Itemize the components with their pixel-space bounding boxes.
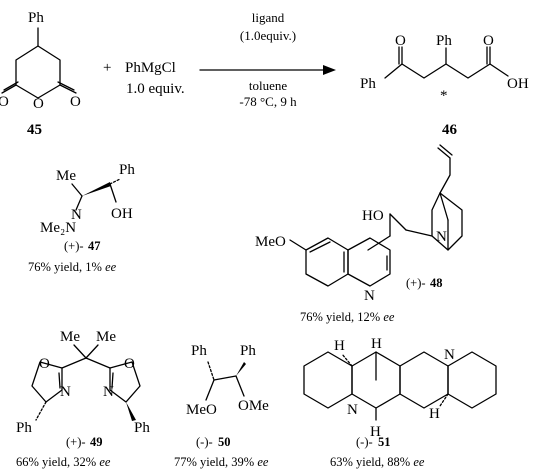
ligand-50-meo: MeO xyxy=(186,402,217,418)
ligand-48-n1: N xyxy=(436,229,447,245)
condition-ligand-amount: (1.0equiv.) xyxy=(240,28,296,43)
condition-temp-time: -78 °C, 9 h xyxy=(239,94,297,109)
ligand-51-id: 51 xyxy=(378,435,391,449)
ligand-50-ome: OMe xyxy=(238,398,269,414)
ligand-49: Me Me O O N N Ph Ph (+)- 49 66% yield, 3… xyxy=(16,329,150,469)
ligand-50-ph-left: Ph xyxy=(191,343,207,359)
ligand-49-o-left: O xyxy=(39,356,50,372)
ligand-47-nme2: Me₂N xyxy=(40,220,76,236)
ligand-49-me-right: Me xyxy=(96,329,116,345)
ligand-49-id: 49 xyxy=(90,435,103,449)
ligand-48-id: 48 xyxy=(430,276,443,290)
ligand-50: Ph Ph MeO OMe (-)- 50 77% yield, 39% ee xyxy=(174,343,269,469)
ligand-49-sign: (+)- xyxy=(66,435,86,449)
ligand-47-id: 47 xyxy=(88,239,101,253)
ligand-47-sign: (+)- xyxy=(64,239,84,253)
ligand-51: H H H H N N (-)- 51 63% yield, 88% ee xyxy=(303,336,497,469)
ligand-50-ph-right: Ph xyxy=(240,343,256,359)
ligand-51-n-1: N xyxy=(444,347,455,363)
ligand-49-ph-left: Ph xyxy=(16,420,32,436)
ligand-49-ph-right: Ph xyxy=(134,420,150,436)
product-46: Ph O Ph * O OH 46 xyxy=(360,33,529,138)
substrate-o-left: O xyxy=(0,94,9,110)
product-ph-left: Ph xyxy=(360,76,376,92)
ligand-50-result: 77% yield, 39% ee xyxy=(174,455,269,469)
ligand-48-meo: MeO xyxy=(255,234,286,250)
ligand-49-n-left: N xyxy=(60,384,71,400)
ligand-51-h-4: H xyxy=(429,406,440,422)
ligand-51-h-1: H xyxy=(334,338,345,354)
ligand-47-me: Me xyxy=(56,168,76,184)
product-ph-top: Ph xyxy=(436,33,452,49)
ligand-48-ho: HO xyxy=(362,208,384,224)
ligand-47: Me Ph N Me₂N OH (+)- 47 76% yield, 1% ee xyxy=(28,162,135,274)
product-id: 46 xyxy=(442,122,458,138)
reaction-arrow xyxy=(199,65,336,75)
ligand-47-n: N xyxy=(71,207,82,223)
ligand-48: N HO MeO N (+)- 48 76% yield, 12% ee xyxy=(255,144,463,324)
substrate-o-right: O xyxy=(70,94,81,110)
ligand-49-o-right: O xyxy=(124,356,135,372)
product-o-ketone: O xyxy=(395,33,406,49)
ligand-47-ph: Ph xyxy=(119,162,135,178)
ligand-51-n-2: N xyxy=(347,402,358,418)
ligand-51-h-3: H xyxy=(370,424,381,440)
substrate-id: 45 xyxy=(27,122,42,138)
stereocenter-star: * xyxy=(440,88,448,104)
ligand-51-sign: (-)- xyxy=(356,435,373,449)
ligand-47-oh: OH xyxy=(111,206,133,222)
substrate-ph-label: Ph xyxy=(28,10,44,26)
ligand-47-result: 76% yield, 1% ee xyxy=(28,260,117,274)
ligand-51-h-2: H xyxy=(371,336,382,352)
plus-sign: + xyxy=(103,60,111,76)
product-o-acid: O xyxy=(483,33,494,49)
ligand-49-me-left: Me xyxy=(60,329,80,345)
condition-ligand: ligand xyxy=(252,10,285,25)
substrate-45: Ph O O O 45 xyxy=(0,10,81,138)
ligand-48-n2: N xyxy=(364,288,375,304)
ligand-49-result: 66% yield, 32% ee xyxy=(16,455,111,469)
ligand-50-sign: (-)- xyxy=(196,435,213,449)
condition-solvent: toluene xyxy=(249,78,287,93)
ligand-50-id: 50 xyxy=(218,435,231,449)
reagent-name: PhMgCl xyxy=(125,60,176,76)
substrate-o-ring: O xyxy=(33,96,44,112)
ligand-51-result: 63% yield, 88% ee xyxy=(330,455,425,469)
reagent-amount: 1.0 equiv. xyxy=(126,81,185,97)
product-oh: OH xyxy=(507,76,529,92)
ligand-48-result: 76% yield, 12% ee xyxy=(300,310,395,324)
ligand-48-sign: (+)- xyxy=(406,276,426,290)
ligand-49-n-right: N xyxy=(103,384,114,400)
